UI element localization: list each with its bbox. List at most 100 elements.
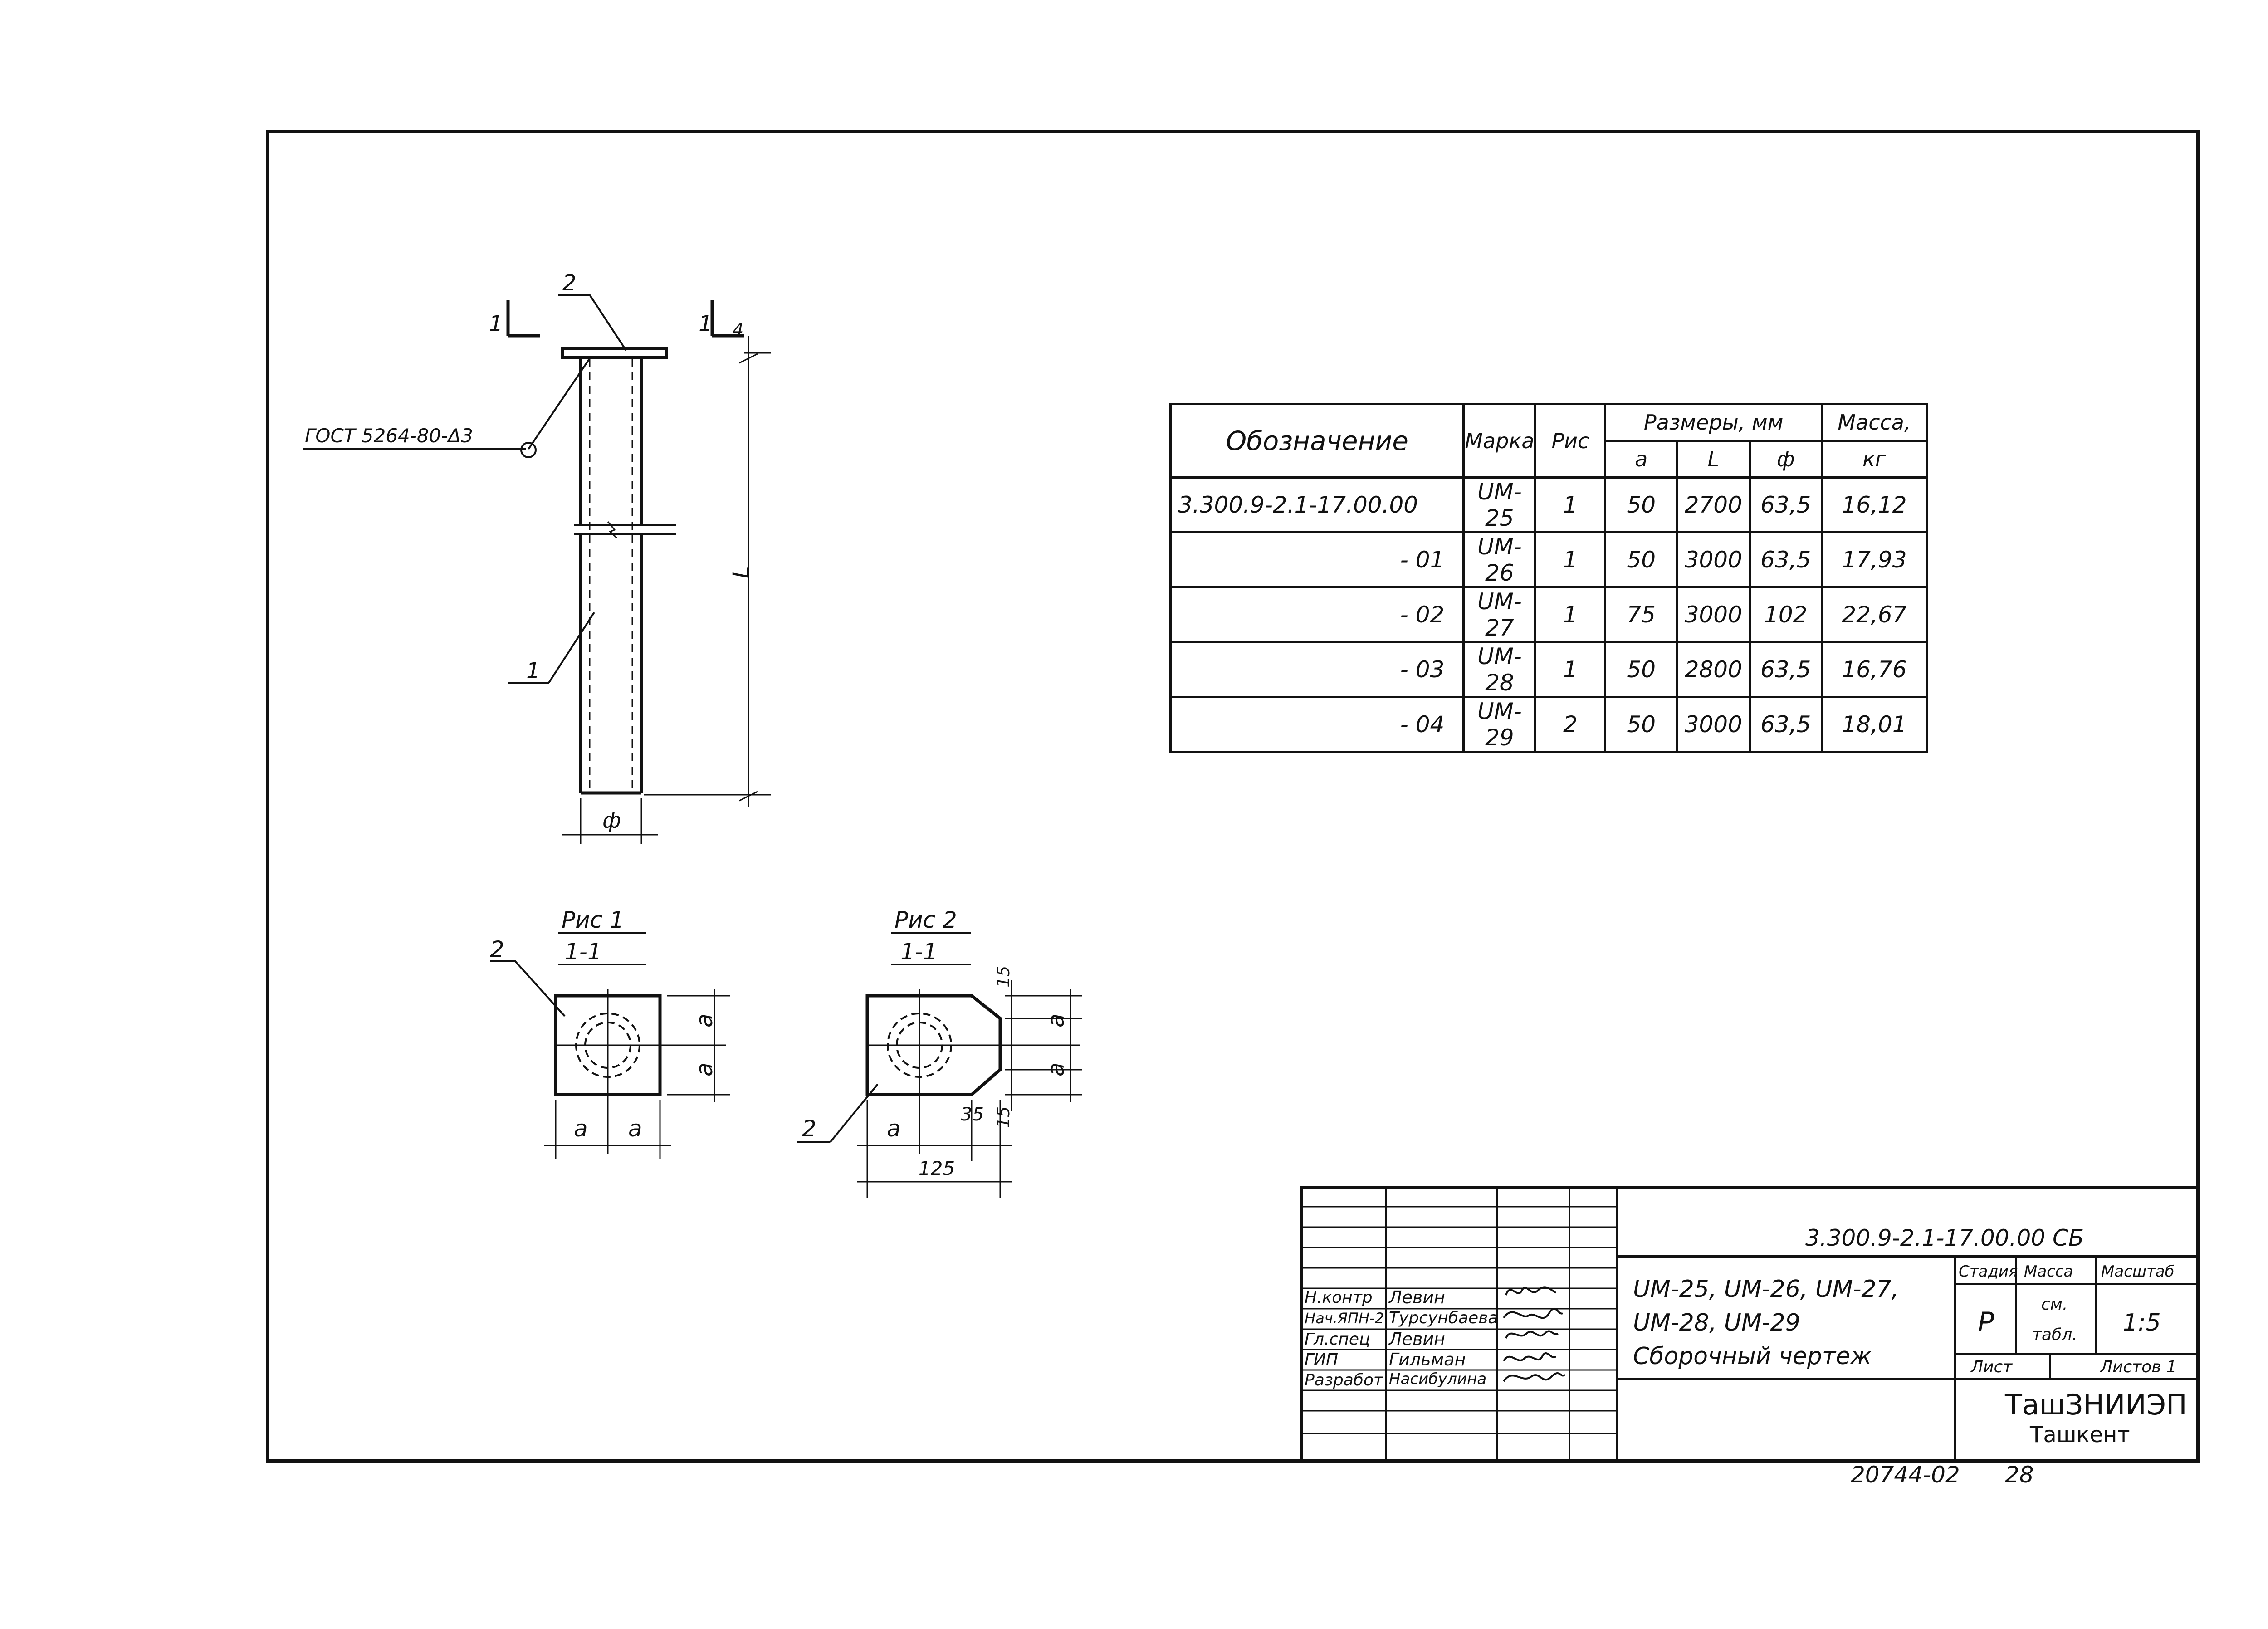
cell-l: 2800 [1676, 641, 1751, 698]
fig2-dim-35: 35 [961, 1104, 984, 1125]
drawing-frame [266, 130, 2200, 1463]
pos-2-label: 2 [562, 270, 577, 296]
cell-mark: UM-28 [1462, 641, 1537, 698]
cell-designation: - 01 [1169, 531, 1465, 588]
fig1-pos: 2 [490, 936, 504, 963]
cell-a: 50 [1604, 531, 1679, 588]
dim-4-label: 4 [733, 320, 743, 340]
cell-a: 50 [1604, 476, 1679, 533]
cell-mass: 22,67 [1820, 586, 1928, 643]
figure-2 [797, 932, 1082, 1198]
dim-diameter-label: ф [602, 808, 621, 833]
cell-fig: 1 [1534, 641, 1607, 698]
sheets-label: Листов 1 [2100, 1358, 2177, 1376]
fig1-section: 1-1 [565, 939, 602, 965]
mass-value-2: табл. [2032, 1326, 2077, 1344]
cell-phi: 63,5 [1748, 531, 1823, 588]
cell-l: 2700 [1676, 476, 1751, 533]
figure-1 [490, 932, 730, 1159]
pos-1-label: 1 [526, 658, 540, 684]
stage-value: Р [1978, 1306, 1994, 1338]
role-label: Нач.ЯПН-2 [1305, 1310, 1384, 1327]
dim-length-label: L [728, 566, 754, 578]
role-name: Гильман [1389, 1350, 1466, 1370]
fig2-dim-15-bottom: 15 [993, 1106, 1013, 1128]
fig1-dim-a-2: a [628, 1115, 642, 1142]
fig1-dim-a-4: a [691, 1062, 718, 1076]
stage-label: Стадия [1959, 1262, 2018, 1281]
figure-2-labels: Рис 2 1-1 2 a 35 125 15 15 a a [802, 907, 1069, 1179]
cell-mass: 18,01 [1820, 696, 1928, 753]
role-name: Насибулина [1389, 1370, 1487, 1388]
title-block-frame [1300, 1186, 2199, 1462]
cell-designation: - 03 [1169, 641, 1465, 698]
cell-designation: 3.300.9-2.1-17.00.00 [1169, 476, 1465, 533]
fig2-dim-125: 125 [919, 1157, 955, 1179]
table-row: - 02 UM-27 1 75 3000 102 22,67 [1169, 586, 1928, 643]
cell-a: 75 [1604, 586, 1679, 643]
cell-l: 3000 [1676, 696, 1751, 753]
role-name: Левин [1389, 1329, 1445, 1349]
cell-mark: UM-27 [1462, 586, 1537, 643]
header-designation: Обозначение [1169, 403, 1465, 479]
org-city: Ташкент [2030, 1422, 2130, 1448]
org-name: ТашЗНИИЭП [2005, 1388, 2187, 1421]
table-row: 3.300.9-2.1-17.00.00 UM-25 1 50 2700 63,… [1169, 476, 1928, 533]
cell-designation: - 02 [1169, 586, 1465, 643]
cell-l: 3000 [1676, 586, 1751, 643]
gost-note: ГОСТ 5264-80-Δ3 [305, 425, 473, 447]
cell-fig: 2 [1534, 696, 1607, 753]
title-line-2: UM-28, UM-29 [1633, 1309, 1800, 1336]
title-line-1: UM-25, UM-26, UM-27, [1633, 1276, 1899, 1303]
header-dimensions: Размеры, мм [1604, 403, 1823, 442]
fig1-title: Рис 1 [562, 907, 624, 933]
fig2-pos: 2 [802, 1115, 816, 1142]
fig2-section: 1-1 [900, 939, 938, 965]
cell-mark: UM-26 [1462, 531, 1537, 588]
cell-phi: 63,5 [1748, 696, 1823, 753]
page-number: 28 [2005, 1462, 2034, 1488]
header-mass: Масса, [1820, 403, 1928, 442]
table-row: - 01 UM-26 1 50 3000 63,5 17,93 [1169, 531, 1928, 588]
cell-phi: 63,5 [1748, 641, 1823, 698]
cell-mark: UM-25 [1462, 476, 1537, 533]
header-fig: Рис [1534, 403, 1607, 479]
fig1-dim-a-1: a [574, 1115, 588, 1142]
cell-designation: - 04 [1169, 696, 1465, 753]
role-name: Турсунбаева [1389, 1309, 1498, 1327]
cell-mass: 17,93 [1820, 531, 1928, 588]
cell-fig: 1 [1534, 531, 1607, 588]
fig2-dim-a-bottom: a [887, 1115, 901, 1142]
header-dim-l: L [1676, 440, 1751, 479]
table-row: - 04 UM-29 2 50 3000 63,5 18,01 [1169, 696, 1928, 753]
fig2-dim-a-1: a [1043, 1013, 1069, 1027]
base-plate [561, 347, 668, 359]
pipe-elevation [303, 294, 771, 844]
header-dim-phi: ф [1748, 440, 1823, 479]
fig2-dim-a-2: a [1043, 1062, 1069, 1076]
cell-mark: UM-29 [1462, 696, 1537, 753]
mass-value-1: см. [2041, 1295, 2068, 1314]
sheet-label: Лист [1971, 1358, 2013, 1376]
role-label: ГИП [1305, 1350, 1339, 1369]
role-label: Н.контр [1305, 1288, 1373, 1307]
fig2-dim-15-top: 15 [993, 966, 1013, 988]
signatures [1503, 1286, 1566, 1382]
title-line-3: Сборочный чертеж [1633, 1343, 1872, 1370]
figure-1-labels: Рис 1 1-1 2 a a a a [490, 907, 718, 1142]
section-mark-left: 1 [489, 311, 503, 337]
doc-code: 3.300.9-2.1-17.00.00 СБ [1805, 1225, 2084, 1251]
header-dim-a: a [1604, 440, 1679, 479]
specification-table: Обозначение Марка Рис Размеры, мм Масса,… [1169, 403, 1928, 753]
cell-mass: 16,76 [1820, 641, 1928, 698]
role-label: Разработ [1305, 1371, 1383, 1389]
cell-fig: 1 [1534, 586, 1607, 643]
cell-fig: 1 [1534, 476, 1607, 533]
role-name: Левин [1389, 1287, 1445, 1307]
cell-a: 50 [1604, 696, 1679, 753]
pipe-labels: 2 1 1 4 ГОСТ 5264-80-Δ3 1 L ф [305, 270, 754, 833]
fig2-title: Рис 2 [894, 907, 957, 933]
cell-mass: 16,12 [1820, 476, 1928, 533]
cell-l: 3000 [1676, 531, 1751, 588]
